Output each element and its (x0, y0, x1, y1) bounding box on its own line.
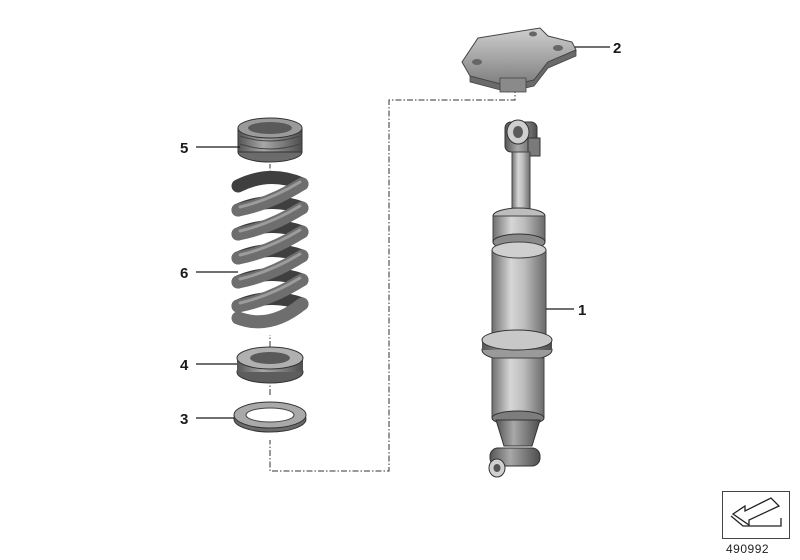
callout-1: 1 (578, 302, 586, 319)
callout-5: 5 (180, 140, 188, 157)
part-5-top-seat[interactable] (237, 117, 303, 163)
return-arrow-icon (730, 497, 782, 527)
part-1-shock-absorber[interactable] (481, 119, 553, 478)
callout-3: 3 (180, 411, 188, 428)
leader-lines (196, 46, 610, 419)
part-3-washer[interactable] (233, 401, 307, 433)
callout-2: 2 (613, 40, 621, 57)
callout-6: 6 (180, 265, 188, 282)
nav-arrow-box[interactable] (722, 491, 790, 539)
part-2-mount-bracket[interactable] (461, 27, 577, 93)
callout-4: 4 (180, 357, 189, 374)
part-4-spring-seat[interactable] (236, 346, 304, 384)
diagram-reference-number: 490992 (726, 542, 770, 556)
part-6-coil-spring[interactable] (231, 170, 309, 329)
